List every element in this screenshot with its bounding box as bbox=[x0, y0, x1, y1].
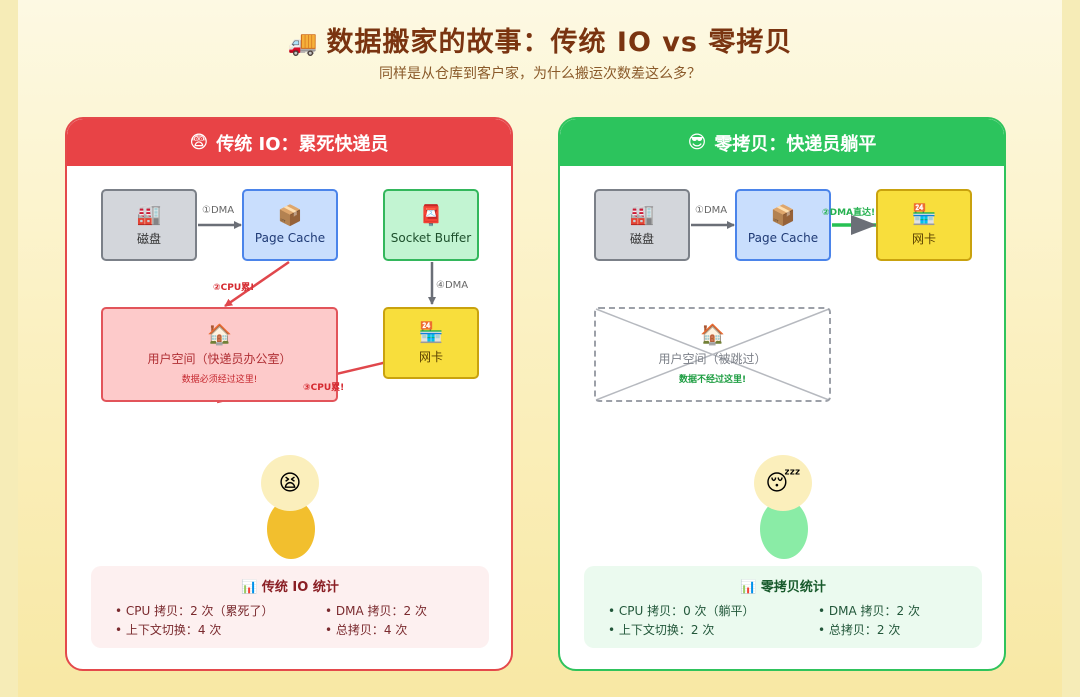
zero-copy-arrows bbox=[595, 215, 877, 401]
disk-box: 🏭 磁盘 bbox=[101, 189, 197, 261]
socket-buffer-box: 📮 Socket Buffer bbox=[383, 189, 479, 261]
scared-face-icon: 😨 bbox=[189, 132, 209, 153]
socket-buffer-label: Socket Buffer bbox=[390, 231, 472, 245]
relaxed-courier: 😴 bbox=[754, 455, 814, 565]
user-space-label: 用户空间（被跳过） bbox=[658, 352, 767, 366]
nic-label: 网卡 bbox=[418, 349, 443, 364]
nic-label: 网卡 bbox=[911, 231, 936, 246]
factory-icon: 🏭 bbox=[629, 201, 655, 226]
stat-item: • 上下文切换：4 次 bbox=[115, 623, 222, 637]
nic-box: 🏪 网卡 bbox=[876, 189, 972, 261]
stats-title-text: 传统 IO 统计 bbox=[261, 580, 339, 595]
page-cache-label: Page Cache bbox=[254, 231, 326, 245]
disk-label: 磁盘 bbox=[136, 231, 161, 246]
disk-box: 🏭 磁盘 bbox=[594, 189, 690, 261]
stat-item: • 总拷贝：4 次 bbox=[325, 623, 408, 637]
package-icon: 📦 bbox=[770, 203, 796, 227]
label-dma-4: ④DMA bbox=[436, 280, 469, 291]
page-cache-box: 📦 Page Cache bbox=[242, 189, 338, 261]
label-dma-1: ①DMA bbox=[695, 205, 728, 216]
stat-item: • CPU 拷贝：2 次（累死了） bbox=[115, 604, 274, 618]
bar-chart-icon: 📊 bbox=[740, 580, 757, 595]
user-space-label: 用户空间（快递员办公室） bbox=[147, 352, 292, 366]
stat-item: • DMA 拷贝：2 次 bbox=[818, 604, 920, 618]
page-cache-box: 📦 Page Cache bbox=[735, 189, 831, 261]
label-cpu-2: ②CPU累! bbox=[213, 283, 255, 293]
traditional-io-title: 传统 IO：累死快递员 bbox=[216, 133, 389, 155]
label-dma-1: ①DMA bbox=[202, 205, 235, 216]
stat-item: • CPU 拷贝：0 次（躺平） bbox=[608, 604, 755, 618]
skipped-user-space-box: 🏠 用户空间（被跳过） 数据不经过这里! bbox=[594, 307, 831, 402]
zero-copy-header: 😎 零拷贝：快递员躺平 bbox=[560, 119, 1004, 166]
user-space-note: 数据不经过这里! bbox=[678, 375, 747, 385]
house-icon: 🏠 bbox=[700, 322, 725, 346]
sunglasses-face-icon: 😎 bbox=[687, 132, 707, 153]
stat-item: • 上下文切换：2 次 bbox=[608, 623, 715, 637]
label-dma-direct: ②DMA直达! bbox=[822, 208, 876, 218]
page-cache-label: Page Cache bbox=[747, 231, 819, 245]
truck-icon: 🚚 bbox=[287, 29, 319, 57]
traditional-io-header: 😨 传统 IO：累死快递员 bbox=[67, 119, 511, 166]
page-title-text: 数据搬家的故事：传统 IO vs 零拷贝 bbox=[326, 27, 793, 58]
traditional-io-panel: 😨 传统 IO：累死快递员 🏭 磁盘 📦 Page Cache 📮 Socket… bbox=[65, 117, 513, 671]
package-icon: 📦 bbox=[277, 203, 303, 227]
store-icon: 🏪 bbox=[418, 319, 444, 344]
zero-copy-panel: 😎 零拷贝：快递员躺平 🏭 磁盘 📦 Page Cache 🏪 网卡 🏠 用户空… bbox=[558, 117, 1006, 671]
sleeping-face-icon: 😴 bbox=[754, 455, 812, 511]
stats-title: 📊 传统 IO 统计 bbox=[91, 576, 489, 595]
arrow-cache-to-user bbox=[224, 260, 290, 308]
nic-box: 🏪 网卡 bbox=[383, 307, 479, 379]
bar-chart-icon: 📊 bbox=[241, 580, 258, 595]
tired-courier: 😫 bbox=[261, 455, 321, 565]
user-space-box: 🏠 用户空间（快递员办公室） 数据必须经过这里! bbox=[101, 307, 338, 402]
stats-title-text: 零拷贝统计 bbox=[760, 580, 826, 595]
house-icon: 🏠 bbox=[207, 322, 232, 346]
tired-face-icon: 😫 bbox=[261, 455, 319, 511]
user-space-note: 数据必须经过这里! bbox=[181, 375, 258, 385]
traditional-io-stats: 📊 传统 IO 统计 • CPU 拷贝：2 次（累死了） • DMA 拷贝：2 … bbox=[91, 566, 489, 648]
label-cpu-3: ③CPU累! bbox=[303, 383, 345, 393]
zero-copy-title: 零拷贝：快递员躺平 bbox=[714, 133, 877, 155]
store-icon: 🏪 bbox=[911, 201, 937, 226]
stat-item: • DMA 拷贝：2 次 bbox=[325, 604, 427, 618]
stat-item: • 总拷贝：2 次 bbox=[818, 623, 901, 637]
disk-label: 磁盘 bbox=[629, 231, 654, 246]
page-title: 🚚数据搬家的故事：传统 IO vs 零拷贝 bbox=[0, 20, 1080, 59]
factory-icon: 🏭 bbox=[136, 201, 162, 226]
user-space-cross-b bbox=[595, 308, 830, 401]
stats-title: 📊 零拷贝统计 bbox=[584, 576, 982, 595]
postbox-icon: 📮 bbox=[418, 203, 444, 227]
page-subtitle: 同样是从仓库到客户家，为什么搬运次数差这么多？ bbox=[379, 66, 701, 82]
zero-copy-stats: 📊 零拷贝统计 • CPU 拷贝：0 次（躺平） • DMA 拷贝：2 次 • … bbox=[584, 566, 982, 648]
